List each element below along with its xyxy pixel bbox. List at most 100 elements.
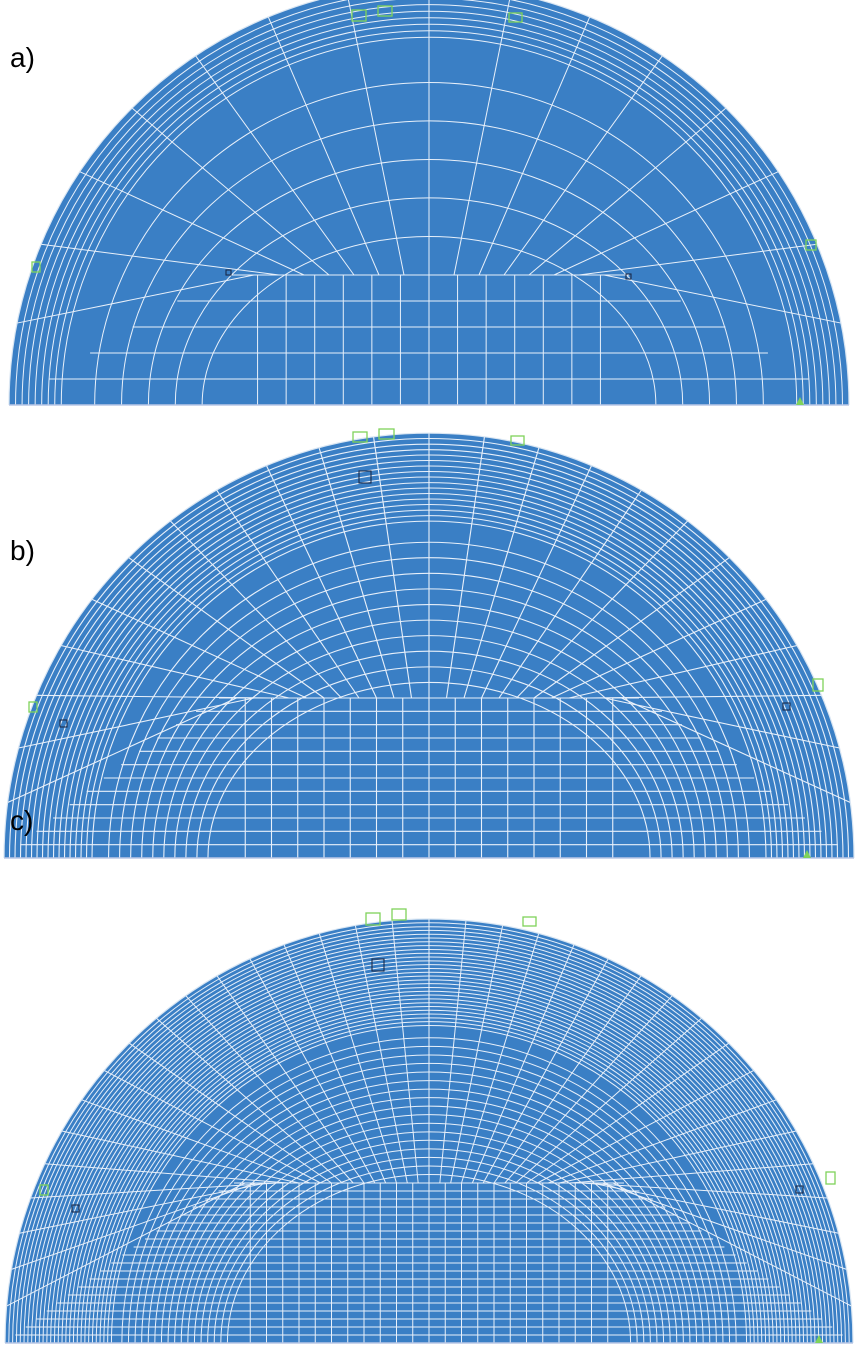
mesh-spoke: [79, 171, 305, 276]
mesh-spoke: [471, 944, 575, 1184]
mesh-arc: [15, 0, 843, 406]
mesh-group: [8, 0, 850, 406]
mesh-spoke: [503, 55, 663, 276]
node-marker: [795, 1185, 804, 1194]
mesh-spoke: [391, 920, 419, 1184]
mesh-a: [8, 0, 850, 406]
mesh-lines: [9, 0, 849, 406]
mesh-spoke: [498, 489, 642, 699]
mesh-spoke: [354, 925, 408, 1184]
mesh-spoke: [453, 0, 511, 276]
boundary-marker: [825, 1171, 836, 1185]
mesh-spoke: [7, 697, 237, 804]
mesh-spoke: [91, 598, 307, 699]
boundary-marker: [391, 908, 407, 921]
boundary-condition-markers: [39, 908, 836, 1196]
mesh-spoke: [526, 1042, 730, 1184]
mesh-spoke: [249, 958, 376, 1184]
boundary-marker: [805, 239, 817, 251]
mesh-spoke: [602, 1182, 847, 1270]
mesh-spoke: [16, 274, 255, 324]
mesh-spoke: [128, 1042, 332, 1184]
mesh-spoke: [580, 1182, 828, 1199]
mesh-spoke: [516, 520, 689, 699]
mesh-spoke: [195, 55, 355, 276]
panel-label-c: c): [10, 805, 34, 836]
mesh-b: [3, 428, 855, 859]
node-markers: [71, 958, 804, 1213]
mesh-boundary: [8, 0, 850, 406]
boundary-marker: [508, 12, 523, 23]
mesh-spoke: [267, 16, 380, 276]
boundary-marker: [352, 431, 368, 443]
panel-label-b: b): [10, 535, 35, 566]
boundary-marker: [28, 701, 38, 713]
mesh-spoke: [347, 0, 405, 276]
mesh-spoke: [578, 243, 818, 276]
mesh-arc: [21, 0, 837, 406]
mesh-spoke: [81, 1099, 311, 1184]
mesh-group: [4, 908, 854, 1344]
mesh-spoke: [450, 925, 504, 1184]
node-markers: [225, 269, 632, 280]
mesh-spoke: [61, 1130, 300, 1184]
mesh-spoke: [558, 1130, 797, 1184]
panel-c: c): [0, 805, 859, 1347]
support-triangle: [815, 1335, 823, 1343]
mesh-spoke: [478, 16, 591, 276]
boundary-marker: [365, 912, 381, 926]
node-marker: [371, 958, 385, 972]
mesh-spoke: [318, 933, 397, 1184]
mesh-spoke: [372, 436, 413, 699]
mesh-spoke: [185, 995, 354, 1184]
mesh-spoke: [603, 274, 842, 324]
mesh-spoke: [547, 1099, 777, 1184]
mesh-spoke: [621, 697, 851, 804]
mesh-spoke: [216, 975, 365, 1184]
boundary-marker: [39, 1184, 49, 1196]
mesh-spoke: [265, 465, 377, 699]
boundary-marker: [377, 5, 393, 17]
mesh-spoke: [515, 1017, 702, 1184]
boundary-marker: [812, 678, 824, 692]
boundary-marker: [378, 428, 395, 440]
mesh-spoke: [463, 447, 540, 699]
panel-label-a: a): [10, 42, 35, 73]
mesh-spoke: [30, 1182, 278, 1199]
mesh-spoke: [60, 644, 290, 699]
boundary-condition-markers: [28, 428, 824, 713]
mesh-spoke: [493, 975, 642, 1184]
mesh-spoke: [169, 520, 342, 699]
mesh-spoke: [6, 1182, 246, 1307]
boundary-marker: [510, 435, 525, 446]
mesh-spoke: [131, 107, 330, 276]
mesh-lines: [5, 919, 853, 1344]
panel-b: b): [0, 425, 859, 865]
mesh-c: [4, 908, 854, 1344]
mesh-spoke: [612, 1182, 852, 1307]
mesh-spoke: [603, 697, 840, 749]
support-triangle: [796, 397, 804, 405]
mesh-spoke: [283, 944, 387, 1184]
mesh-spoke: [461, 933, 540, 1184]
boundary-marker: [522, 916, 537, 927]
mesh-spoke: [553, 171, 779, 276]
mesh-spoke: [318, 447, 395, 699]
boundary-marker: [31, 261, 41, 273]
mesh-spoke: [445, 436, 486, 699]
mesh-spoke: [156, 1017, 343, 1184]
mesh-spoke: [568, 644, 798, 699]
mesh-boundary: [4, 918, 854, 1344]
mesh-group: [3, 428, 855, 859]
boundary-condition-markers: [31, 5, 817, 273]
mesh-spoke: [569, 1163, 814, 1184]
mesh-spoke: [439, 920, 467, 1184]
mesh-spoke: [482, 958, 609, 1184]
mesh-boundary: [3, 432, 855, 859]
boundary-marker: [351, 9, 367, 22]
panel-a: a): [0, 0, 859, 415]
node-markers: [59, 470, 791, 728]
mesh-spoke: [128, 557, 325, 699]
node-marker: [358, 470, 372, 484]
mesh-spoke: [528, 107, 727, 276]
